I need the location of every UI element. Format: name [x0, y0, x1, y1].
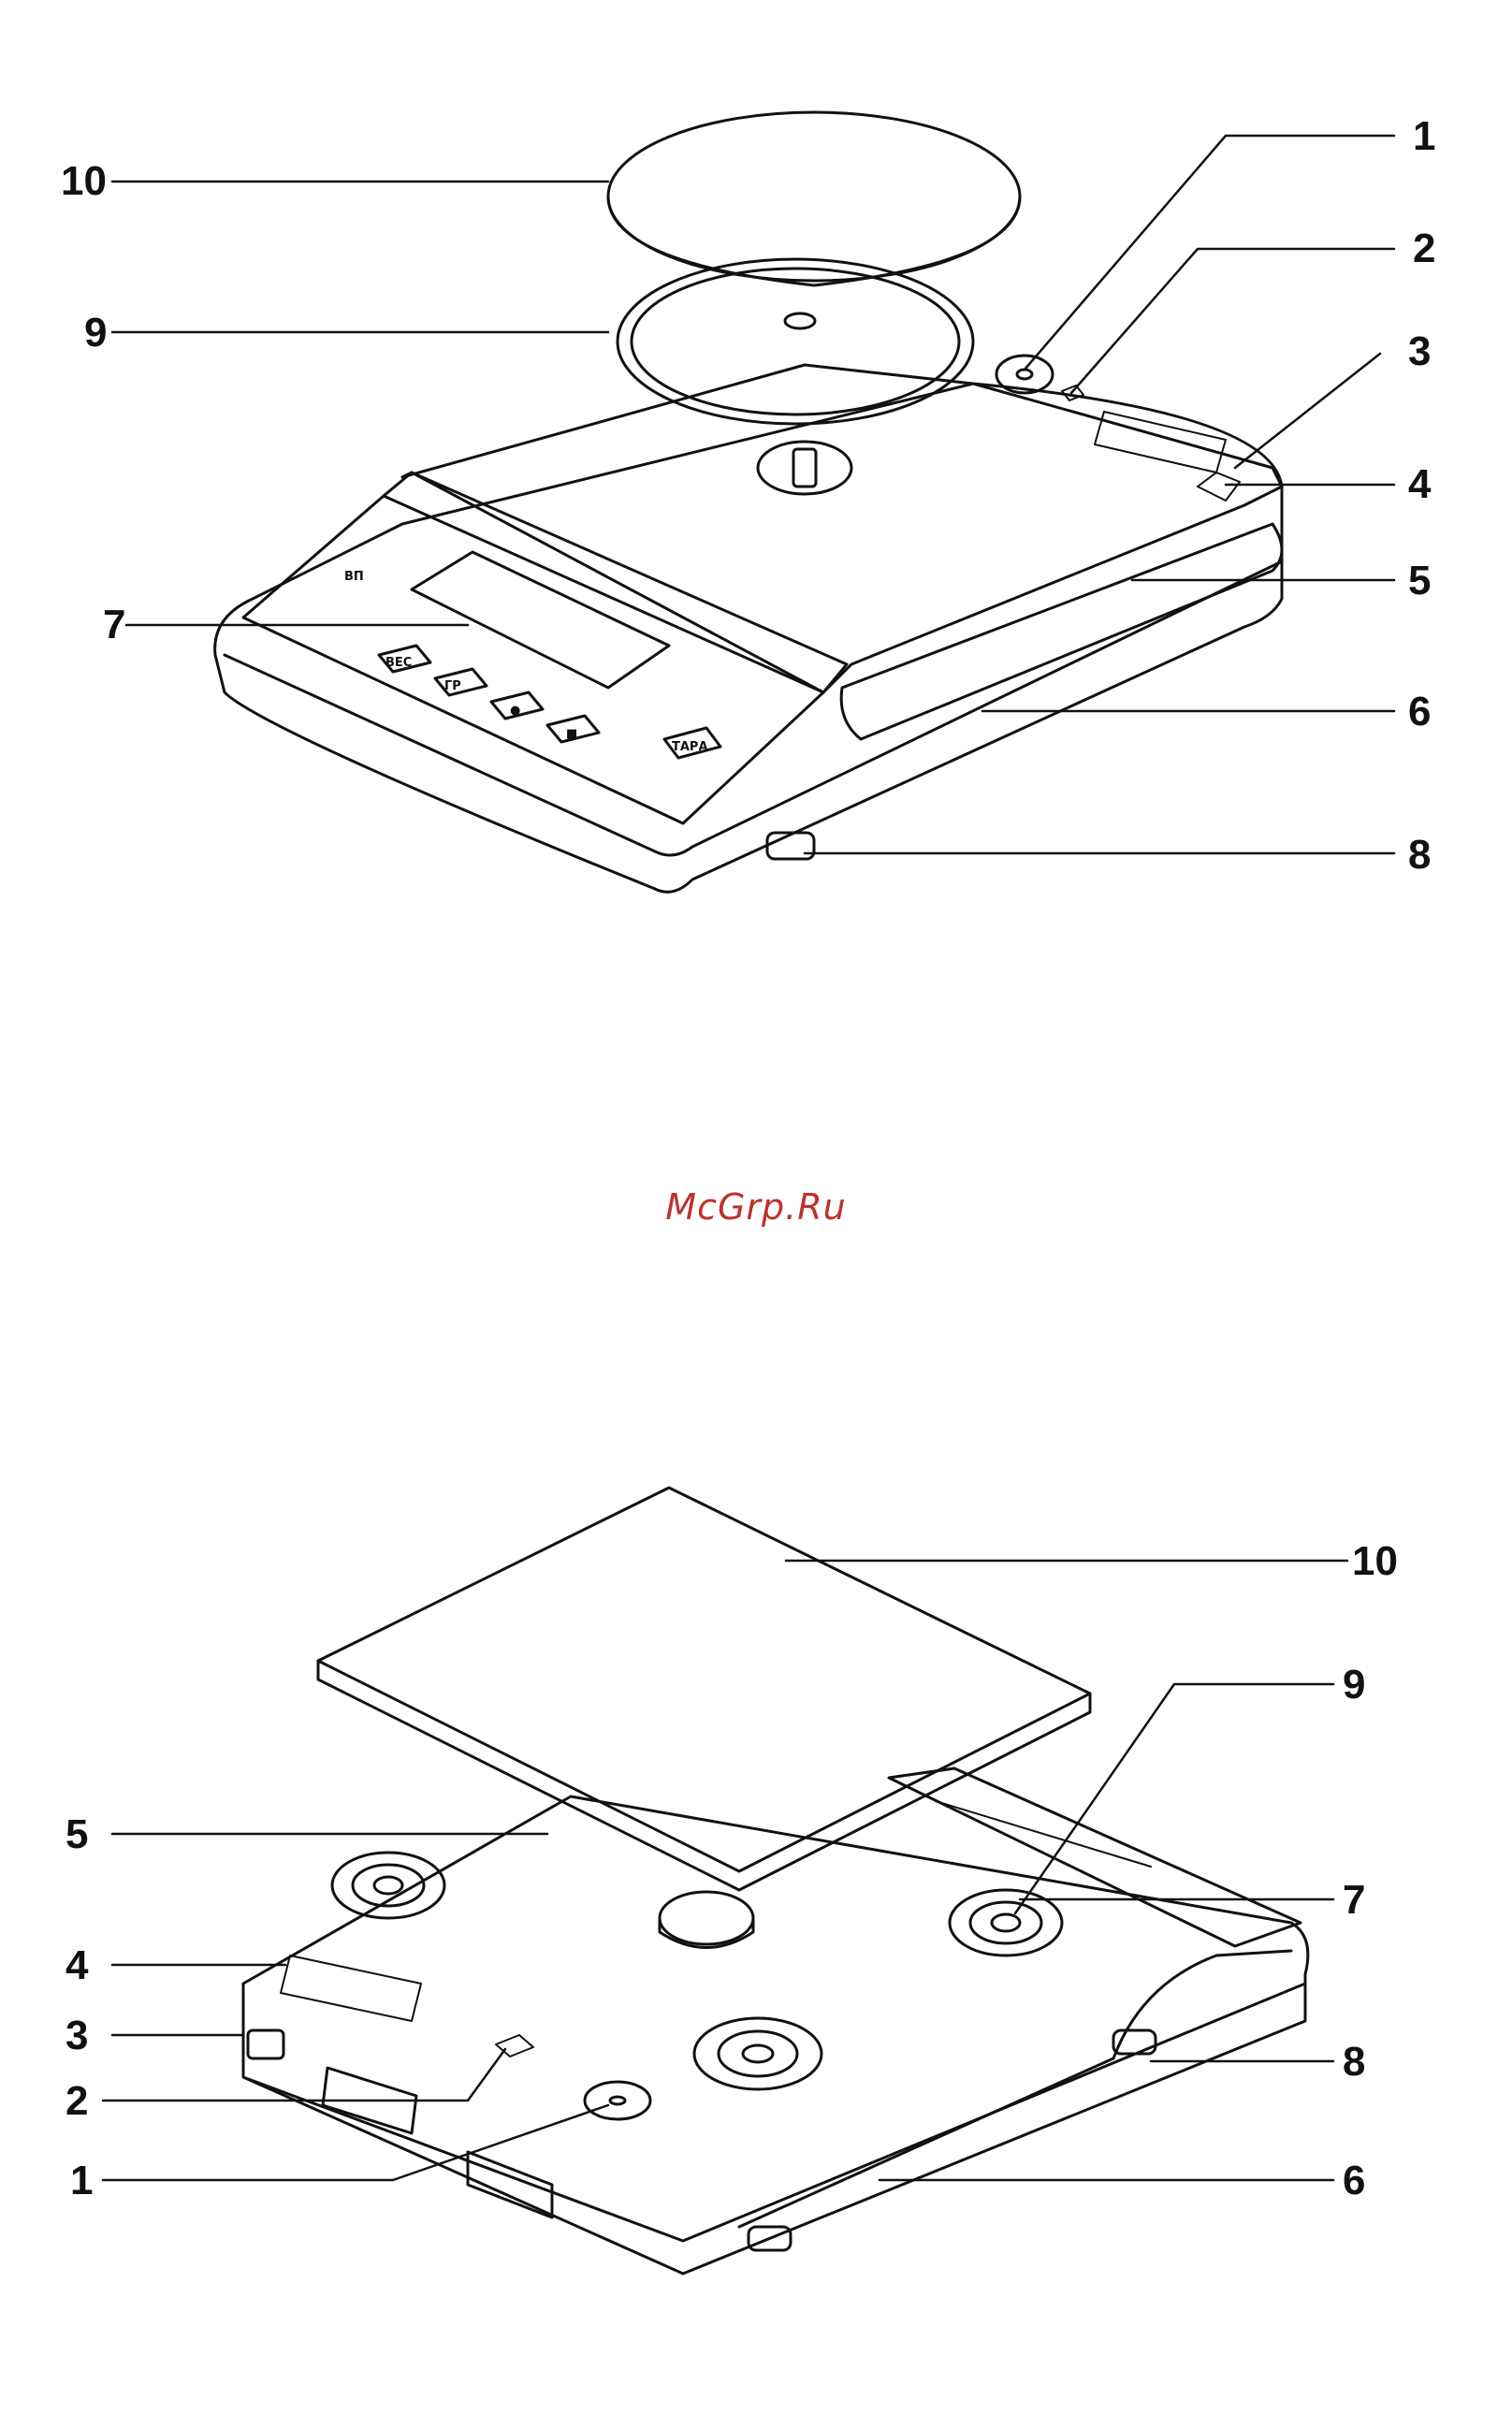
- top-data-plate: [1095, 412, 1226, 473]
- top-callout-6: 6: [1408, 689, 1431, 734]
- bottom-level-bubble: [585, 2082, 650, 2119]
- bottom-center-post: [660, 1892, 753, 1944]
- top-housing: [402, 365, 1282, 692]
- top-callout-3: 3: [1408, 328, 1431, 374]
- bottom-callout-5: 5: [65, 1811, 88, 1857]
- button-label-4: ■: [566, 727, 577, 741]
- bottom-callout-1: 1: [70, 2158, 93, 2203]
- bottom-callout-9: 9: [1343, 1662, 1365, 1708]
- bottom-rear-ports: [468, 2152, 552, 2217]
- bottom-scale-drawing: [243, 1488, 1308, 2274]
- top-callout-1: 1: [1413, 113, 1435, 159]
- bottom-callout-2: 2: [65, 2078, 88, 2124]
- top-panel-labels: ВЕС ГР ● ■ ТАРА ВП: [344, 570, 708, 754]
- bottom-callout-10: 10: [1352, 1538, 1398, 1584]
- bottom-callout-4: 4: [65, 1942, 89, 1988]
- brand-mark: ВП: [344, 570, 364, 584]
- top-level-bubble: [996, 356, 1053, 393]
- bottom-leader-lines: [103, 1561, 1347, 2180]
- top-corner-notch: [1198, 473, 1240, 501]
- top-callout-4: 4: [1408, 461, 1432, 507]
- bottom-callout-3: 3: [65, 2013, 88, 2058]
- top-front-bevel: [225, 561, 1282, 855]
- top-scale-drawing: [215, 112, 1282, 892]
- top-callout-10: 10: [61, 158, 107, 204]
- top-foot: [767, 833, 814, 859]
- top-callout-2: 2: [1413, 225, 1435, 271]
- top-leader-lines: [112, 136, 1394, 853]
- top-callout-8: 8: [1408, 832, 1431, 878]
- top-display-window: [412, 552, 669, 688]
- button-label-3: ●: [510, 704, 520, 718]
- button-label-2: ГР: [444, 679, 461, 693]
- top-callout-5: 5: [1408, 558, 1431, 603]
- bottom-callout-7: 7: [1343, 1877, 1365, 1923]
- bottom-coupler-1: [332, 1853, 444, 1918]
- top-callout-7: 7: [103, 602, 125, 647]
- bottom-data-plate: [281, 1955, 421, 2021]
- button-label-1: ВЕС: [385, 656, 412, 670]
- bottom-connector: [248, 2030, 284, 2058]
- bottom-callouts: 10 9 7 8 6 5 4 3 2 1: [65, 1538, 1398, 2203]
- top-side-rail: [841, 524, 1282, 739]
- bottom-callout-6: 6: [1343, 2158, 1365, 2203]
- tare-label: ТАРА: [672, 740, 708, 754]
- top-control-panel: [243, 496, 823, 823]
- bottom-coupler-3: [694, 2018, 821, 2089]
- bottom-callout-8: 8: [1343, 2039, 1365, 2085]
- top-callout-9: 9: [84, 310, 107, 356]
- bottom-side-rail: [739, 1951, 1291, 2227]
